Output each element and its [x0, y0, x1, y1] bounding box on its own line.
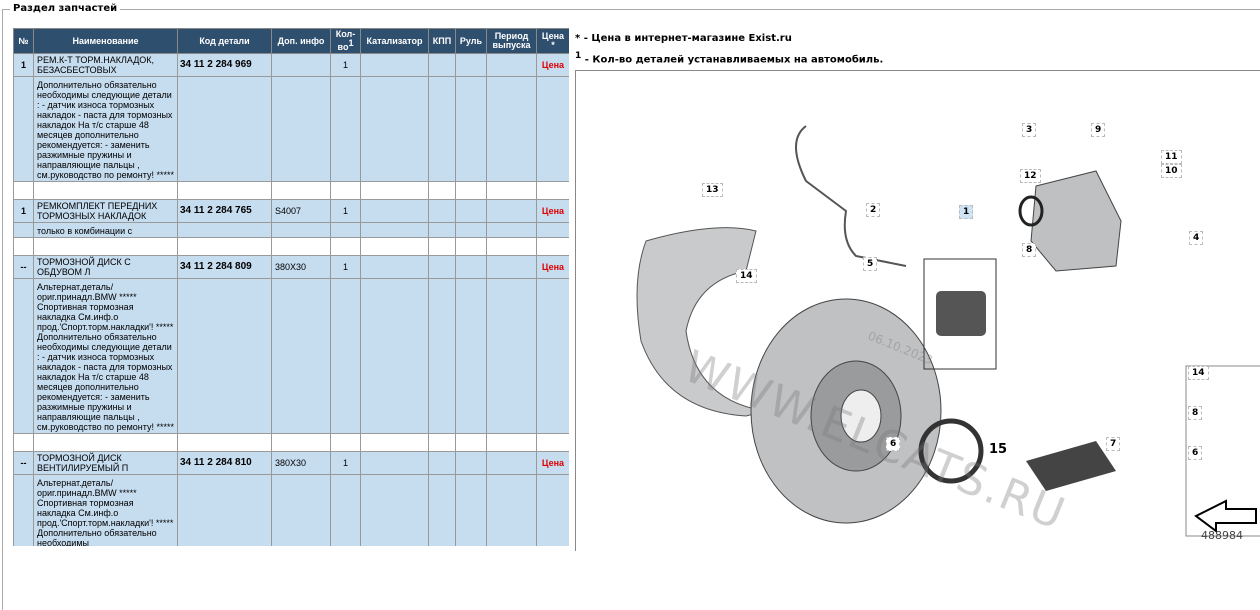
callout-10[interactable]: 10: [1161, 164, 1182, 178]
callout-9[interactable]: 9: [1091, 123, 1106, 137]
callout-1[interactable]: 1: [959, 205, 974, 219]
part-qty: 1: [330, 53, 361, 77]
callout-11[interactable]: 11: [1161, 150, 1182, 164]
part-row[interactable]: -- ТОРМОЗНОЙ ДИСК С ОБДУВОМ Л 34 11 2 28…: [13, 255, 569, 279]
part-row[interactable]: -- ТОРМОЗНОЙ ДИСК ВЕНТИЛИРУЕМЫЙ П 34 11 …: [13, 451, 569, 475]
price-link[interactable]: Цена: [536, 451, 569, 475]
part-no: 1: [13, 53, 34, 77]
callout-7[interactable]: 7: [1106, 437, 1121, 451]
col-qty: Кол-во1: [330, 28, 361, 54]
image-number: 488984: [1201, 529, 1243, 542]
price-note: * - Цена в интернет-магазине Exist.ru: [575, 33, 792, 44]
part-name: РЕМКОМПЛЕКТ ПЕРЕДНИХ ТОРМОЗНЫХ НАКЛАДОК: [33, 199, 178, 223]
part-desc-row: Дополнительно обязательно необходимы сле…: [13, 76, 569, 182]
part-description: Альтернат.деталь/ ориг.принадл.BMW *****…: [33, 474, 178, 546]
part-desc-row: только в комбинации с: [13, 222, 569, 238]
col-info: Доп. инфо: [271, 28, 331, 54]
price-link[interactable]: Цена: [536, 199, 569, 223]
part-desc-row: Альтернат.деталь/ ориг.принадл.BMW *****…: [13, 278, 569, 434]
callout-6[interactable]: 6: [886, 437, 901, 451]
part-row[interactable]: 1 РЕМ.К-Т ТОРМ.НАКЛАДОК, БЕЗАСБЕСТОВЫХ 3…: [13, 53, 569, 77]
part-info: 380X30: [271, 255, 331, 279]
callout-14[interactable]: 14: [736, 269, 757, 283]
callout-15[interactable]: 15: [986, 441, 1011, 458]
callout-13[interactable]: 13: [702, 183, 723, 197]
part-code[interactable]: 34 11 2 284 809: [177, 255, 272, 279]
part-row[interactable]: 1 РЕМКОМПЛЕКТ ПЕРЕДНИХ ТОРМОЗНЫХ НАКЛАДО…: [13, 199, 569, 223]
part-info: 380X30: [271, 451, 331, 475]
spacer-row: [13, 433, 569, 452]
price-link[interactable]: Цена: [536, 53, 569, 77]
part-no: --: [13, 451, 34, 475]
part-name: РЕМ.К-Т ТОРМ.НАКЛАДОК, БЕЗАСБЕСТОВЫХ: [33, 53, 178, 77]
callout-5[interactable]: 5: [863, 257, 878, 271]
part-qty: 1: [330, 451, 361, 475]
section-title: Раздел запчастей: [10, 3, 121, 14]
parts-table-container: № Наименование Код детали Доп. инфо Кол-…: [13, 28, 569, 546]
col-no: №: [13, 28, 34, 54]
qty-note: 1 - Кол-во деталей устанавливаемых на ав…: [575, 51, 884, 66]
part-description: Альтернат.деталь/ ориг.принадл.BMW *****…: [33, 278, 178, 434]
parts-diagram[interactable]: 1 2 3 4 5 6 7 8 9 10 11 12 13 14 15 14 8…: [575, 70, 1260, 551]
part-description: Дополнительно обязательно необходимы сле…: [33, 76, 178, 182]
callout-12[interactable]: 12: [1020, 169, 1041, 183]
brake-assembly-drawing: [636, 125, 1260, 537]
part-qty: 1: [330, 255, 361, 279]
parts-section: [2, 9, 1260, 610]
part-info: [271, 53, 331, 77]
col-name: Наименование: [33, 28, 178, 54]
col-code: Код детали: [177, 28, 272, 54]
part-name: ТОРМОЗНОЙ ДИСК С ОБДУВОМ Л: [33, 255, 178, 279]
part-code[interactable]: 34 11 2 284 810: [177, 451, 272, 475]
part-code[interactable]: 34 11 2 284 765: [177, 199, 272, 223]
spacer-row: [13, 237, 569, 256]
col-price: Цена*: [536, 28, 569, 54]
spacer-row: [13, 181, 569, 200]
part-description: только в комбинации с: [33, 222, 178, 238]
part-info: S4007: [271, 199, 331, 223]
callout-2[interactable]: 2: [866, 203, 881, 217]
notes: * - Цена в интернет-магазине Exist.ru 1 …: [575, 33, 883, 72]
col-gearbox: КПП: [428, 28, 456, 54]
parts-table: № Наименование Код детали Доп. инфо Кол-…: [13, 28, 569, 546]
callout-4[interactable]: 4: [1189, 231, 1204, 245]
callout-8[interactable]: 8: [1022, 243, 1037, 257]
callout-3[interactable]: 3: [1022, 123, 1037, 137]
col-steering: Руль: [455, 28, 487, 54]
part-desc-row: Альтернат.деталь/ ориг.принадл.BMW *****…: [13, 474, 569, 546]
part-code[interactable]: 34 11 2 284 969: [177, 53, 272, 77]
side-callout-14[interactable]: 14: [1188, 366, 1209, 380]
part-name: ТОРМОЗНОЙ ДИСК ВЕНТИЛИРУЕМЫЙ П: [33, 451, 178, 475]
col-catalyst: Катализатор: [360, 28, 429, 54]
price-link[interactable]: Цена: [536, 255, 569, 279]
part-no: --: [13, 255, 34, 279]
part-no: 1: [13, 199, 34, 223]
col-period: Период выпуска: [486, 28, 537, 54]
side-callout-8[interactable]: 8: [1188, 406, 1203, 420]
side-callout-6[interactable]: 6: [1188, 446, 1203, 460]
part-qty: 1: [330, 199, 361, 223]
